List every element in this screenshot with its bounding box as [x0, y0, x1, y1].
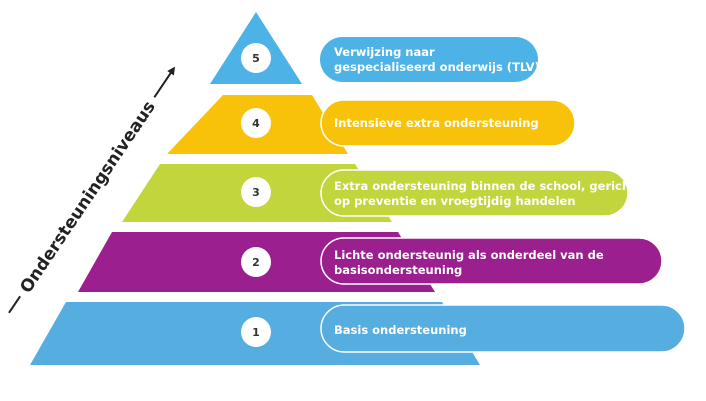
- level-5-number-badge: [241, 43, 271, 73]
- level-3-label-line-1: Extra ondersteuning binnen de school, ge…: [334, 179, 636, 193]
- level-3-label-line-2: op preventie en vroegtijdig handelen: [334, 194, 576, 208]
- level-2-number-badge: [241, 247, 271, 277]
- level-4-number-badge: [241, 108, 271, 138]
- level-4-label-line-1: Intensieve extra ondersteuning: [334, 116, 539, 130]
- level-2-number: 2: [252, 256, 260, 269]
- arrow-head-icon: [167, 66, 176, 76]
- level-5-label-line-1: Verwijzing naar: [334, 45, 435, 59]
- axis-start-line: [8, 295, 21, 314]
- level-3-pill: [320, 169, 629, 217]
- level-4-pill: [320, 99, 576, 147]
- arrow-icon: [153, 69, 174, 98]
- level-2-label-line-1: Lichte ondersteunig als onderdeel van de: [334, 248, 604, 262]
- level-1: 1 Basis ondersteuning: [30, 302, 686, 365]
- level-3-number: 3: [252, 186, 260, 199]
- level-4-number: 4: [252, 117, 260, 130]
- level-5-pill: [320, 37, 538, 82]
- level-5-number: 5: [252, 52, 260, 65]
- level-1-pill: [320, 304, 686, 353]
- level-3: 3 Extra ondersteuning binnen de school, …: [122, 164, 636, 222]
- level-5: 5 Verwijzing naar gespecialiseerd onderw…: [210, 12, 540, 84]
- level-1-number-badge: [241, 317, 271, 347]
- level-2-label-line-2: basisondersteuning: [334, 263, 462, 277]
- level-4: 4 Intensieve extra ondersteuning: [167, 95, 576, 154]
- level-1-number: 1: [252, 326, 260, 339]
- level-5-label-line-2: gespecialiseerd onderwijs (TLV): [334, 60, 540, 74]
- level-1-label-line-1: Basis ondersteuning: [334, 323, 467, 337]
- level-2-pill: [320, 237, 663, 285]
- level-3-number-badge: [241, 177, 271, 207]
- level-2: 2 Lichte ondersteunig als onderdeel van …: [78, 232, 663, 292]
